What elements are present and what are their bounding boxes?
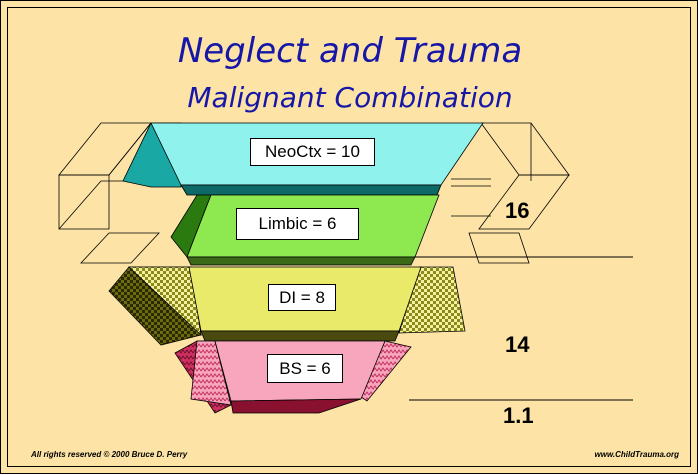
footer-copyright: All rights reserved © 2000 Bruce D. Perr… xyxy=(31,450,187,459)
neocortex-bottom xyxy=(181,185,441,195)
footer-website: www.ChildTrauma.org xyxy=(595,450,679,459)
value-lower: 1.1 xyxy=(503,403,534,429)
brainstem-label: BS = 6 xyxy=(267,354,343,383)
brainstem-bottom xyxy=(231,399,361,413)
value-upper: 16 xyxy=(505,198,529,224)
diencephalon-label: DI = 8 xyxy=(268,284,336,311)
neocortex-label: NeoCtx = 10 xyxy=(250,138,375,166)
diencephalon-bottom xyxy=(201,331,399,341)
value-middle: 14 xyxy=(505,332,529,358)
limbic-bottom xyxy=(187,257,415,265)
limbic-label: Limbic = 6 xyxy=(236,208,359,240)
